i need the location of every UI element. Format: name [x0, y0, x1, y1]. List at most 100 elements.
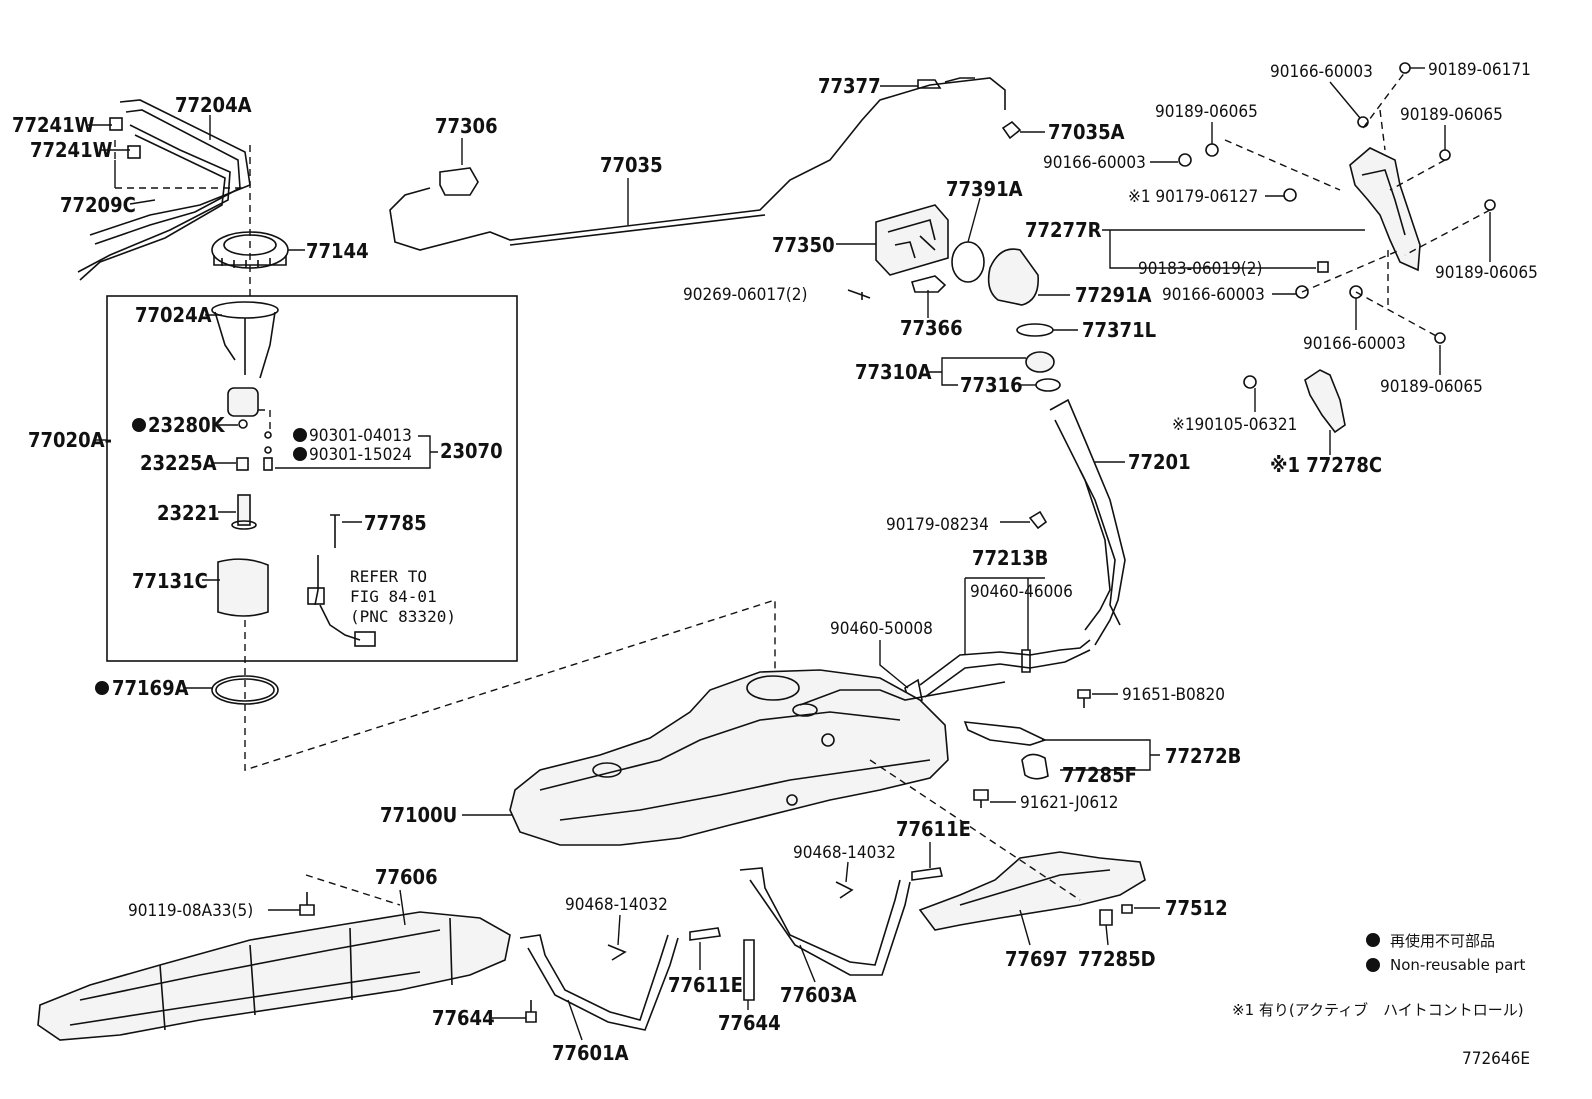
label-77209C[interactable]: 77209C — [60, 193, 136, 217]
bolt-90468-14032-a[interactable] — [607, 944, 627, 961]
label-90183-06019[interactable]: 90183-06019(2) — [1138, 259, 1262, 279]
label-90119-08A33[interactable]: 90119-08A33(5) — [128, 901, 253, 921]
clip-90179-06127[interactable] — [1283, 188, 1297, 202]
label-77306[interactable]: 77306 — [435, 114, 498, 138]
bolt-90189-06065-b[interactable] — [1439, 149, 1451, 161]
cap-77310A[interactable] — [1025, 351, 1055, 373]
label-77272B[interactable]: 77272B — [1165, 744, 1241, 768]
label-77278C[interactable]: ※1 77278C — [1270, 453, 1382, 477]
label-77601A[interactable]: 77601A — [552, 1041, 629, 1065]
label-77512[interactable]: 77512 — [1165, 896, 1228, 920]
label-90460-46006[interactable]: 90460-46006 — [970, 582, 1073, 602]
label-77204A[interactable]: 77204A — [175, 93, 252, 117]
nut-90105-06321[interactable] — [1243, 375, 1257, 389]
label-77241W-b[interactable]: 77241W — [30, 138, 113, 162]
nut-90166-60003-a[interactable] — [1357, 116, 1369, 128]
label-23280K[interactable]: 23280K — [148, 413, 226, 437]
label-77035A[interactable]: 77035A — [1048, 120, 1125, 144]
bolt-90468-14032-b[interactable] — [835, 881, 854, 899]
clip-90183-06019[interactable] — [1317, 261, 1329, 273]
label-90166-60003-a[interactable]: 90166-60003 — [1270, 62, 1373, 82]
ring-90301-04013[interactable] — [264, 431, 272, 439]
filler-housing-77291A[interactable] — [987, 248, 1039, 306]
label-77213B[interactable]: 77213B — [972, 546, 1048, 570]
label-90166-60003-d[interactable]: 90166-60003 — [1303, 334, 1406, 354]
label-77785[interactable]: 77785 — [364, 511, 427, 535]
label-90460-50008[interactable]: 90460-50008 — [830, 619, 933, 639]
label-91651-B0820[interactable]: 91651-B0820 — [1122, 685, 1225, 705]
label-77697[interactable]: 77697 — [1005, 947, 1068, 971]
clamp-90460-46006[interactable] — [1021, 649, 1031, 673]
label-23221[interactable]: 23221 — [157, 501, 220, 525]
label-77603A[interactable]: 77603A — [780, 983, 857, 1007]
bracket-77278C[interactable] — [1304, 369, 1346, 434]
label-77644-b[interactable]: 77644 — [718, 1011, 781, 1035]
clip-77285F[interactable] — [1021, 753, 1049, 780]
label-77606[interactable]: 77606 — [375, 865, 438, 889]
label-77024A[interactable]: 77024A — [135, 303, 212, 327]
label-77310A[interactable]: 77310A — [855, 360, 932, 384]
retainer-ring-77144[interactable] — [211, 231, 289, 269]
seal-ring-77391A[interactable] — [951, 241, 985, 283]
seal-23280K[interactable] — [238, 419, 248, 429]
fuel-pump-23221[interactable] — [237, 494, 251, 526]
label-77144[interactable]: 77144 — [306, 239, 369, 263]
label-91621-J0612[interactable]: 91621-J0612 — [1020, 793, 1119, 813]
gasket-77316[interactable] — [1035, 378, 1061, 392]
label-77131C[interactable]: 77131C — [132, 569, 208, 593]
label-77366[interactable]: 77366 — [900, 316, 963, 340]
clip-90179-08234[interactable] — [1028, 510, 1048, 530]
pump-housing[interactable] — [227, 387, 259, 417]
ring-90301-15024[interactable] — [264, 446, 272, 454]
clip-77241W-b[interactable] — [127, 145, 141, 159]
label-90301-15024[interactable]: 90301-15024 — [309, 445, 412, 465]
bolt-90269-06017[interactable] — [847, 289, 871, 300]
label-77391A[interactable]: 77391A — [946, 177, 1023, 201]
label-90189-06065-c[interactable]: 90189-06065 — [1435, 263, 1538, 283]
bolt-91651-B0820[interactable] — [1077, 689, 1091, 708]
label-77350[interactable]: 77350 — [772, 233, 835, 257]
strap-77603A[interactable] — [739, 867, 901, 966]
bolt-90189-06171[interactable] — [1399, 62, 1411, 74]
bolt-77644-a[interactable] — [525, 1000, 537, 1023]
bolt-77512[interactable] — [1121, 904, 1133, 914]
label-90468-14032-a[interactable]: 90468-14032 — [565, 895, 668, 915]
label-77291A[interactable]: 77291A — [1075, 283, 1152, 307]
label-77241W-a[interactable]: 77241W — [12, 113, 95, 137]
bolt-90189-06065-d[interactable] — [1434, 332, 1446, 344]
label-90179-08234[interactable]: 90179-08234 — [886, 515, 989, 535]
label-90179-06127[interactable]: ※1 90179-06127 — [1128, 187, 1258, 207]
label-90166-60003-b[interactable]: 90166-60003 — [1043, 153, 1146, 173]
label-90301-04013[interactable]: 90301-04013 — [309, 426, 412, 446]
clip-77035A[interactable] — [1001, 120, 1022, 140]
label-77201[interactable]: 77201 — [1128, 450, 1191, 474]
bracket-77277R[interactable] — [1349, 147, 1421, 272]
label-90105-06321[interactable]: ※190105-06321 — [1172, 415, 1297, 435]
fuel-door-box-77350[interactable] — [875, 204, 949, 276]
label-77644-a[interactable]: 77644 — [432, 1006, 495, 1030]
filler-pipe-77201[interactable] — [1049, 398, 1126, 646]
strap-77601A[interactable] — [519, 934, 669, 1021]
label-90468-14032-b[interactable]: 90468-14032 — [793, 843, 896, 863]
label-77035[interactable]: 77035 — [600, 153, 663, 177]
regulator-23070[interactable] — [263, 457, 273, 471]
bracket-77272B[interactable] — [963, 721, 1048, 746]
label-77611E-a[interactable]: 77611E — [896, 817, 971, 841]
label-90166-60003-c[interactable]: 90166-60003 — [1162, 285, 1265, 305]
filter-23225A[interactable] — [236, 457, 249, 471]
label-23070[interactable]: 23070 — [440, 439, 503, 463]
bolt-90119-08A33[interactable] — [299, 892, 315, 916]
clip-77285D[interactable] — [1099, 909, 1113, 926]
ring-77371L[interactable] — [1016, 323, 1054, 337]
label-77100U[interactable]: 77100U — [380, 803, 457, 827]
clip-77241W-a[interactable] — [109, 117, 123, 131]
bolt-90189-06065-a[interactable] — [1205, 143, 1219, 157]
bolt-90189-06065-c[interactable] — [1484, 199, 1496, 211]
label-77285D[interactable]: 77285D — [1078, 947, 1156, 971]
label-90189-06171[interactable]: 90189-06171 — [1428, 60, 1531, 80]
label-90189-06065-b[interactable]: 90189-06065 — [1400, 105, 1503, 125]
lever-77306[interactable] — [439, 167, 479, 196]
label-90269-06017[interactable]: 90269-06017(2) — [683, 285, 807, 305]
label-77316[interactable]: 77316 — [960, 373, 1023, 397]
hinge-77366[interactable] — [910, 275, 947, 293]
